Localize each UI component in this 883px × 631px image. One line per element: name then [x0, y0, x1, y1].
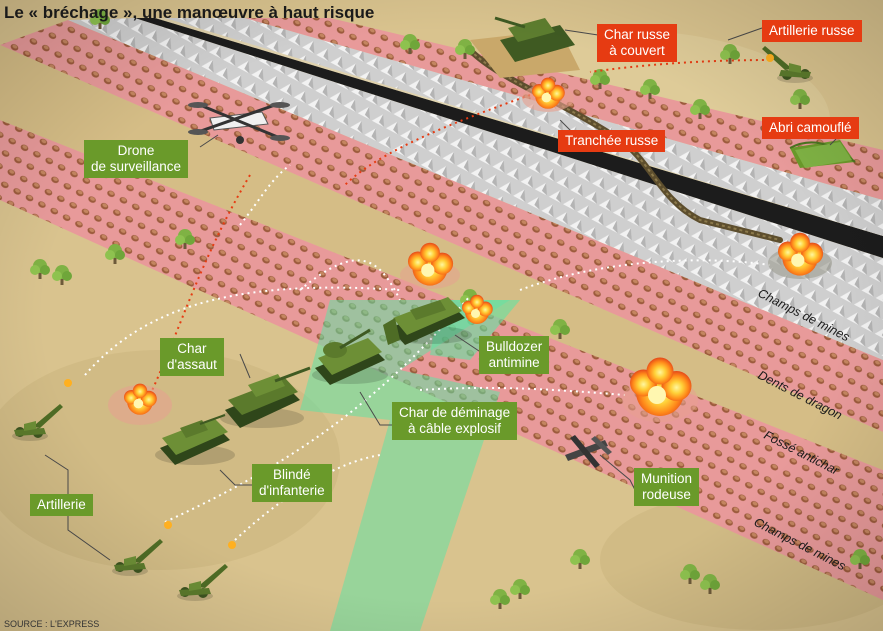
artillery-label: Artillerie: [30, 494, 93, 516]
source-credit: SOURCE : L'EXPRESS: [4, 619, 100, 629]
russian-trench-label: Tranchée russe: [558, 130, 666, 152]
page-title: Le « bréchage », une manœuvre à haut ris…: [4, 3, 375, 22]
camouflaged-shelter-label: Abri camouflé: [762, 117, 859, 139]
russian-artillery-label: Artillerie russe: [762, 20, 862, 42]
